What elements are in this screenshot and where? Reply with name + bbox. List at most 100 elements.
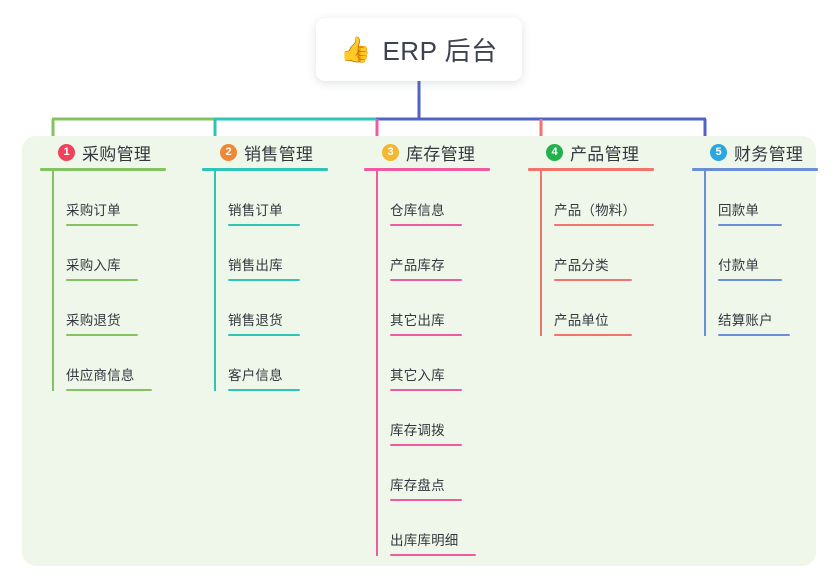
module-spine-line [540,171,542,336]
root-node-card[interactable]: 👍 ERP 后台 [316,18,522,81]
module-title: 财务管理 [734,144,804,164]
module-item-list: 回款单付款单结算账户 [692,171,838,336]
module-item[interactable]: 采购订单 [40,171,186,226]
module-column-2: 2 销售管理销售订单销售出库销售退货客户信息 [202,136,348,391]
module-item-label: 产品单位 [554,313,609,328]
module-spine-line [214,171,216,391]
module-title: 产品管理 [570,144,640,164]
module-item-rule [390,224,462,226]
module-item-rule [66,334,138,336]
module-item[interactable]: 其它入库 [364,336,510,391]
module-item-label: 采购退货 [66,313,121,328]
module-item-rule [554,279,632,281]
module-item[interactable]: 结算账户 [692,281,838,336]
module-item-label: 库存调拨 [390,423,445,438]
module-spine-line [376,171,378,556]
module-item-label: 库存盘点 [390,478,445,493]
module-title: 销售管理 [244,144,314,164]
module-item-rule [554,334,632,336]
module-number-badge: 5 [710,143,727,161]
modules-panel [22,136,816,566]
module-item-label: 客户信息 [228,368,283,383]
module-item-rule [390,334,462,336]
module-item-label: 付款单 [718,258,760,273]
module-item-rule [66,279,138,281]
module-item[interactable]: 采购入库 [40,226,186,281]
module-item[interactable]: 出库库明细 [364,501,510,556]
module-item[interactable]: 其它出库 [364,281,510,336]
module-header-rule [40,168,166,171]
module-item-rule [718,279,782,281]
module-item-rule [390,444,462,446]
module-number-badge: 3 [382,143,399,161]
thumbs-up-icon: 👍 [340,36,372,64]
module-item-label: 回款单 [718,203,760,218]
module-item[interactable]: 供应商信息 [40,336,186,391]
module-item-label: 仓库信息 [390,203,445,218]
module-item-rule [390,279,462,281]
module-item-label: 采购入库 [66,258,121,273]
module-item-list: 产品（物料） 产品分类产品单位 [528,171,674,336]
module-spine-line [52,171,54,391]
module-header-rule [202,168,328,171]
module-item[interactable]: 产品分类 [528,226,674,281]
module-item-rule [390,389,462,391]
module-item-label: 产品（物料） [554,203,637,218]
module-item-label: 供应商信息 [66,368,135,383]
module-item[interactable]: 付款单 [692,226,838,281]
module-item-label: 销售出库 [228,258,283,273]
module-item-label: 销售退货 [228,313,283,328]
module-item-rule [554,224,654,226]
module-item-label: 其它出库 [390,313,445,328]
module-item[interactable]: 库存调拨 [364,391,510,446]
module-item-label: 结算账户 [718,313,773,328]
module-item-rule [228,224,300,226]
module-item-label: 出库库明细 [390,533,459,548]
module-item[interactable]: 销售退货 [202,281,348,336]
module-header-rule [364,168,490,171]
module-item[interactable]: 销售订单 [202,171,348,226]
module-item-list: 销售订单销售出库销售退货客户信息 [202,171,348,391]
module-item-rule [228,389,300,391]
module-item[interactable]: 回款单 [692,171,838,226]
module-item-rule [390,554,476,556]
module-item-label: 采购订单 [66,203,121,218]
module-header-rule [528,168,654,171]
module-number-badge: 2 [220,143,237,161]
module-header-2[interactable]: 2 销售管理 [202,136,348,168]
module-item-rule [390,499,462,501]
module-title: 库存管理 [406,144,476,164]
module-item-list: 采购订单采购入库采购退货供应商信息 [40,171,186,391]
module-item[interactable]: 库存盘点 [364,446,510,501]
module-item[interactable]: 仓库信息 [364,171,510,226]
module-item[interactable]: 产品（物料） [528,171,674,226]
root-node-title: ERP 后台 [382,36,498,66]
module-header-rule [692,168,818,171]
module-item-rule [66,389,152,391]
module-column-5: 5 财务管理回款单付款单结算账户 [692,136,838,336]
module-item[interactable]: 产品库存 [364,226,510,281]
module-item-rule [718,224,782,226]
module-item-list: 仓库信息产品库存其它出库其它入库库存调拨库存盘点出库库明细 [364,171,510,556]
module-header-3[interactable]: 3 库存管理 [364,136,510,168]
module-header-5[interactable]: 5 财务管理 [692,136,838,168]
module-item[interactable]: 客户信息 [202,336,348,391]
module-item-rule [66,224,138,226]
module-item-rule [228,279,300,281]
module-item[interactable]: 产品单位 [528,281,674,336]
module-item-label: 销售订单 [228,203,283,218]
module-item[interactable]: 销售出库 [202,226,348,281]
module-item-label: 产品库存 [390,258,445,273]
module-item[interactable]: 采购退货 [40,281,186,336]
module-item-rule [718,334,790,336]
module-item-rule [228,334,300,336]
module-spine-line [704,171,706,336]
module-item-label: 产品分类 [554,258,609,273]
module-number-badge: 1 [58,143,75,161]
